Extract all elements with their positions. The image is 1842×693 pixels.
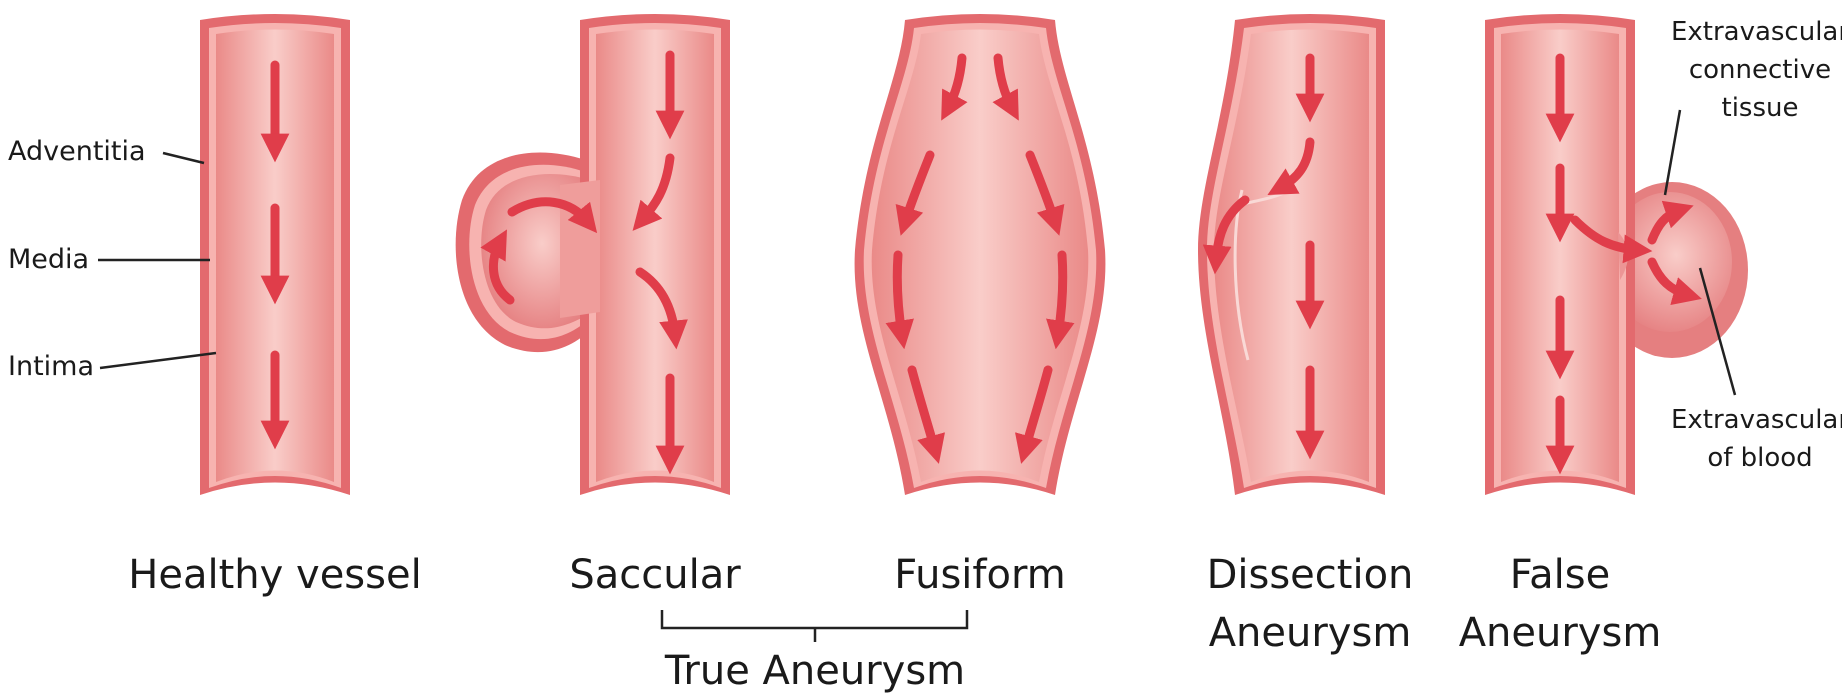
extravascular-blood-label: Extravascular of blood bbox=[1671, 405, 1842, 473]
true-aneurysm-caption: True Aneurysm bbox=[664, 648, 965, 693]
tissue-line-3: tissue bbox=[1722, 93, 1799, 123]
extravascular-tissue-label: Extravascular connective tissue bbox=[1671, 17, 1842, 123]
saccular-aneurysm bbox=[456, 14, 730, 495]
intima-label: Intima bbox=[8, 351, 94, 382]
media-label: Media bbox=[8, 244, 89, 275]
false-aneurysm-caption-line-2: Aneurysm bbox=[1459, 610, 1662, 656]
captions: Healthy vessel Saccular Fusiform Dissect… bbox=[128, 552, 1661, 693]
dissection-aneurysm bbox=[1198, 14, 1385, 495]
true-aneurysm-bracket bbox=[662, 610, 967, 642]
tissue-line-2: connective bbox=[1689, 55, 1831, 85]
dissection-caption-line-1: Dissection bbox=[1207, 552, 1414, 598]
healthy-vessel bbox=[200, 14, 350, 495]
blood-line-1: Extravascular bbox=[1671, 405, 1842, 435]
healthy-vessel-caption: Healthy vessel bbox=[128, 552, 421, 598]
blood-line-2: of blood bbox=[1707, 443, 1812, 473]
false-aneurysm-caption-line-1: False bbox=[1510, 552, 1610, 598]
dissection-caption-line-2: Aneurysm bbox=[1209, 610, 1412, 656]
fusiform-aneurysm bbox=[855, 14, 1106, 495]
adventitia-label: Adventitia bbox=[8, 136, 146, 167]
intima-leader-line bbox=[100, 353, 216, 368]
layer-labels: Adventitia Media Intima bbox=[8, 136, 216, 382]
adventitia-leader-line bbox=[163, 153, 204, 163]
fusiform-caption: Fusiform bbox=[894, 552, 1065, 598]
tissue-line-1: Extravascular bbox=[1671, 17, 1842, 47]
saccular-caption: Saccular bbox=[569, 552, 741, 598]
